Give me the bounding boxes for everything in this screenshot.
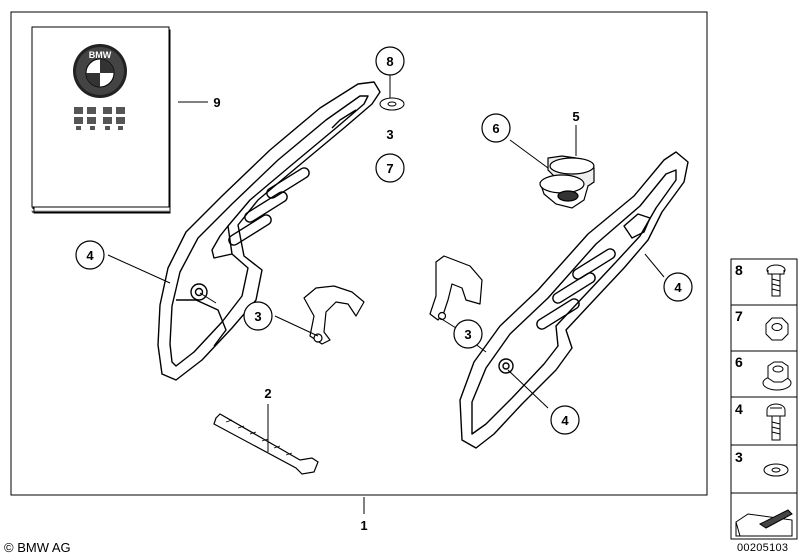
legend-num-3: 3: [735, 449, 743, 465]
bmw-logo-icon: BMW: [73, 44, 127, 98]
hex-nut-icon: [765, 317, 789, 341]
legend-num-6: 6: [735, 354, 743, 370]
collar-bolt-icon: [766, 403, 786, 441]
legend-panel: [730, 258, 798, 540]
callout-2: 2: [264, 386, 271, 401]
flange-nut-icon: [762, 361, 792, 391]
callout-4-bottom: 4: [561, 413, 569, 428]
leader-lines: [107, 75, 665, 514]
hex-bolt-icon: [766, 264, 786, 297]
callout-3-left: 3: [254, 309, 261, 324]
right-bracket: [429, 255, 483, 321]
legend-num-8: 8: [735, 262, 743, 278]
callout-6: 6: [492, 121, 499, 136]
callout-9: 9: [213, 95, 220, 110]
legend-num-4: 4: [735, 401, 743, 417]
callout-4-right: 4: [674, 280, 682, 295]
legend-num-7: 7: [735, 308, 743, 324]
callout-1: 1: [360, 518, 367, 533]
arrow-plate-icon: [735, 509, 793, 537]
doc-number: 00205103: [737, 542, 789, 554]
callout-5: 5: [572, 109, 579, 124]
callout-7: 7: [386, 161, 393, 176]
rubber-grommet: [539, 155, 595, 209]
manual-booklet: BMW: [31, 26, 171, 214]
top-washer: [379, 97, 405, 111]
left-bracket: [303, 285, 365, 345]
language-flags-icon: [74, 107, 125, 130]
left-crash-bar: [157, 81, 381, 381]
cable-tie: [213, 413, 319, 475]
callout-3-mid: 3: [464, 327, 471, 342]
main-frame: [10, 11, 708, 496]
callout-4-left: 4: [86, 248, 94, 263]
callout-3-top: 3: [386, 127, 393, 142]
copyright-text: © BMW AG: [4, 540, 71, 555]
callout-circles: [75, 46, 693, 435]
callout-8: 8: [386, 54, 393, 69]
right-crash-bar: [459, 151, 689, 449]
bmw-logo-text: BMW: [89, 50, 112, 60]
washer-icon: [763, 463, 789, 477]
